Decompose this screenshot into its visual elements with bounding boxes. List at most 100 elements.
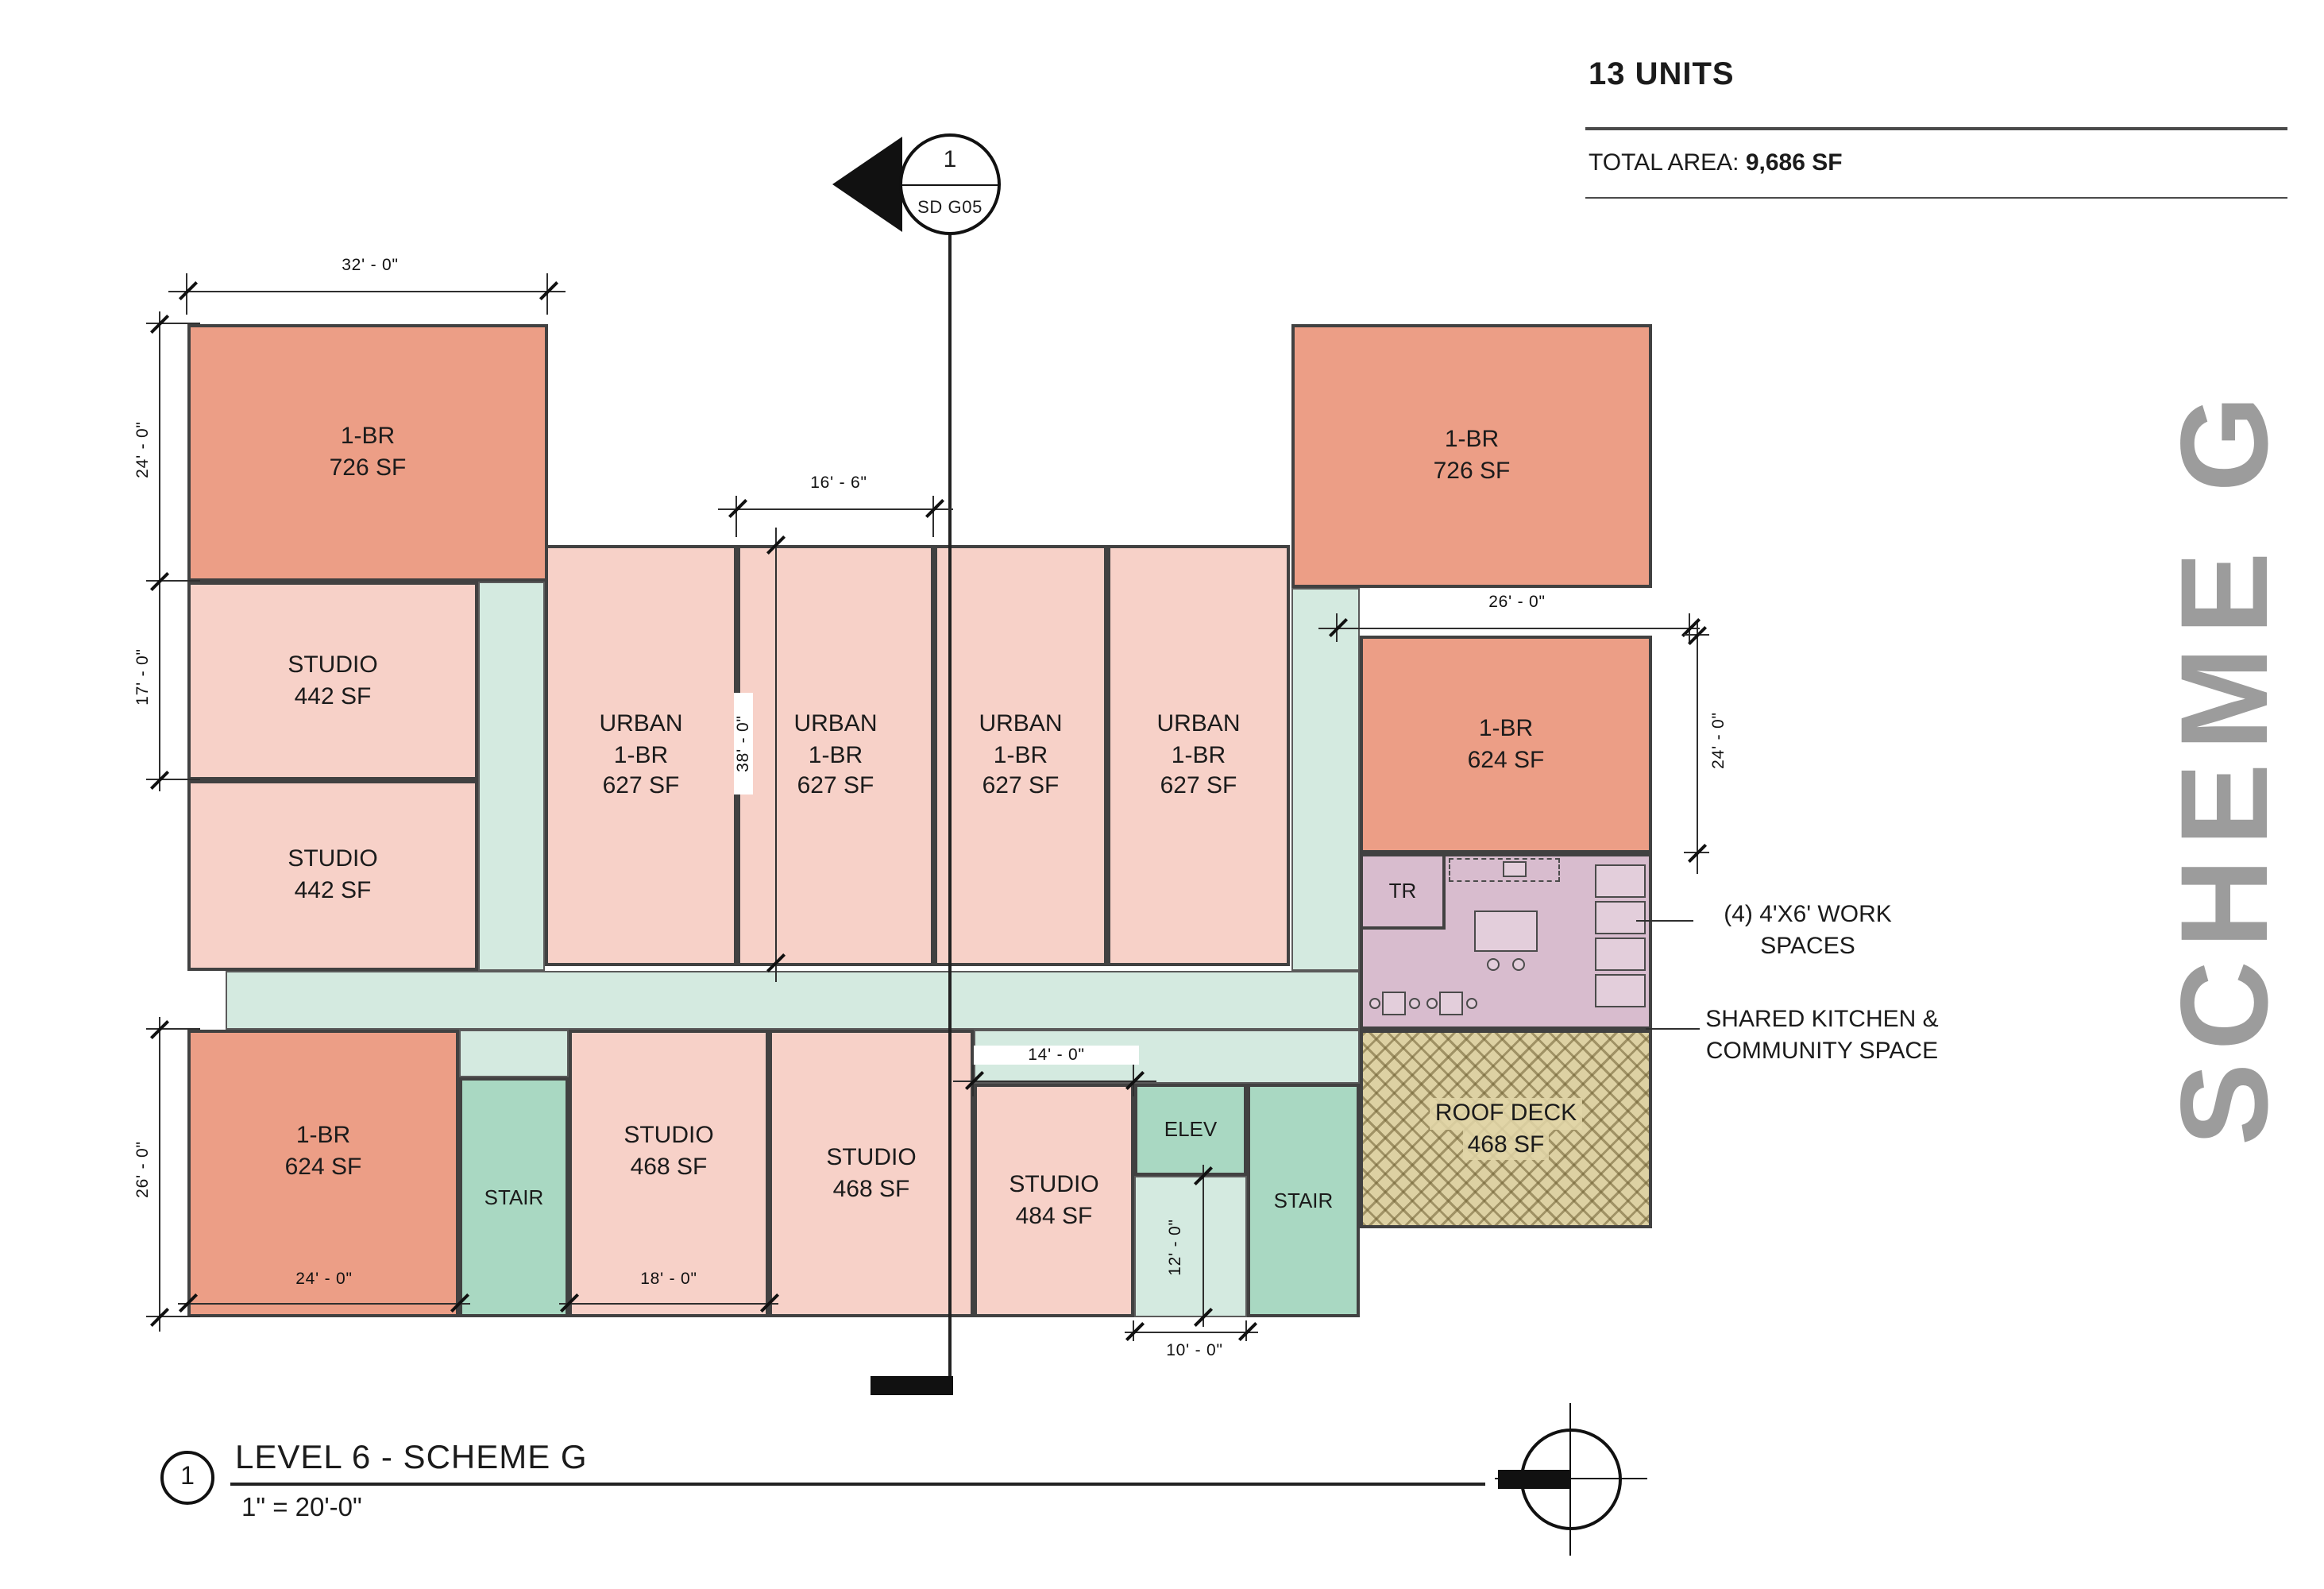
chair-icon: [1369, 998, 1380, 1009]
appliance-icon: [1503, 861, 1527, 877]
north-arrow-bar: [1498, 1470, 1571, 1489]
room-area: 624 SF: [1467, 746, 1545, 773]
header-divider-2: [1585, 197, 2287, 199]
dim-text: 24' - 0": [1709, 690, 1728, 791]
room-area: 442 SF: [294, 877, 372, 904]
extension-line: [146, 1028, 200, 1030]
cafe-table-2: [1439, 992, 1463, 1015]
drawing-number-bubble: 1: [160, 1451, 214, 1505]
dim-line: [559, 1303, 778, 1305]
dim-line: [159, 1017, 160, 1332]
dim-line: [1697, 623, 1698, 874]
corridor-right-strip: [1291, 588, 1360, 971]
cafe-table-1: [1382, 992, 1406, 1015]
dim-line: [159, 311, 160, 791]
room-name: ROOF DECK: [1430, 1097, 1582, 1129]
room-area: 624 SF: [284, 1153, 362, 1180]
corridor-main-band: [226, 971, 1360, 1030]
room-name: ELEV: [1164, 1117, 1218, 1142]
extension-line: [146, 323, 200, 324]
room-name: STUDIO: [623, 1121, 714, 1149]
dim-text: 24' - 0": [295, 1270, 353, 1289]
dim-line: [1318, 628, 1700, 629]
dim-line: [1203, 1165, 1204, 1327]
dim-text: 32' - 0": [288, 256, 453, 275]
section-cut-tail-flag: [871, 1376, 953, 1395]
room-label: STUDIO 468 SF: [572, 1033, 766, 1314]
room-stair-left: STAIR: [459, 1077, 569, 1317]
room-label: ELEV: [1137, 1087, 1244, 1173]
total-area-text: TOTAL AREA: 9,686 SF: [1589, 149, 1843, 176]
room-label: STUDIO 442 SF: [191, 783, 475, 968]
dim-text: 18' - 0": [640, 1270, 697, 1289]
extension-line: [146, 1316, 200, 1317]
room-name: URBAN 1-BR: [1156, 709, 1241, 769]
room-label: STAIR: [1250, 1087, 1357, 1314]
dim-line: [1125, 1332, 1258, 1333]
room-studio-484: STUDIO 484 SF: [974, 1084, 1134, 1317]
dim-text: 24' - 0": [133, 399, 152, 501]
dim-text: 38' - 0": [734, 693, 753, 794]
room-area: 442 SF: [294, 682, 372, 709]
dim-text: 26' - 0": [133, 1119, 152, 1220]
shared-kitchen-leader-line: [1646, 1028, 1700, 1030]
dim-line: [168, 291, 566, 292]
room-name: 1-BR: [340, 423, 396, 450]
corridor-below-elev: [1134, 1176, 1247, 1317]
shared-kitchen-annotation: SHARED KITCHEN & COMMUNITY SPACE: [1705, 1006, 1939, 1065]
room-area: 468 SF: [630, 1153, 708, 1180]
room-name: STAIR: [1273, 1188, 1334, 1212]
drawing-scale: 1" = 20'-0": [241, 1494, 362, 1522]
room-area: 726 SF: [329, 454, 407, 481]
drawing-title: LEVEL 6 - SCHEME G: [235, 1440, 588, 1476]
room-name: STUDIO: [288, 845, 378, 873]
room-label: STAIR: [462, 1081, 566, 1314]
dim-text: 12' - 0": [1166, 1219, 1185, 1276]
header-divider: [1585, 127, 2287, 130]
section-sheet: SD G05: [917, 199, 982, 218]
dim-text: 26' - 0": [1434, 593, 1600, 612]
room-name: STUDIO: [826, 1143, 917, 1171]
room-label: TR: [1363, 856, 1442, 926]
chair-icon: [1409, 998, 1420, 1009]
drawing-title-underline: [230, 1483, 1485, 1486]
room-name: STUDIO: [1009, 1170, 1099, 1198]
dim-text: 17' - 0": [133, 626, 152, 728]
work-desk-4: [1595, 974, 1646, 1007]
dim-line: [953, 1081, 1156, 1082]
room-1br-624-bottom-left: 1-BR 624 SF: [187, 1030, 459, 1317]
room-name: URBAN 1-BR: [599, 709, 683, 769]
dim-line: [178, 1303, 470, 1305]
room-area: 726 SF: [1433, 458, 1511, 485]
corridor-left-strip: [478, 582, 545, 971]
extension-line: [146, 580, 200, 582]
room-name: URBAN 1-BR: [979, 709, 1063, 769]
scheme-title: SCHEME G: [2154, 382, 2294, 1146]
section-marker: 1 SD G05: [899, 133, 1001, 235]
corridor-stair-approach: [459, 1030, 569, 1077]
room-name: 1-BR: [295, 1121, 351, 1149]
room-elevator: ELEV: [1134, 1084, 1247, 1176]
extension-line: [932, 496, 934, 537]
room-name: TR: [1388, 879, 1417, 903]
counter-outline: [1449, 858, 1560, 882]
room-area: 484 SF: [1015, 1202, 1093, 1229]
stool-icon: [1512, 958, 1525, 971]
room-studio-442-lower: STUDIO 442 SF: [187, 780, 478, 971]
extension-line: [146, 779, 200, 780]
work-desk-3: [1595, 938, 1646, 971]
room-area: 468 SF: [1462, 1129, 1550, 1161]
